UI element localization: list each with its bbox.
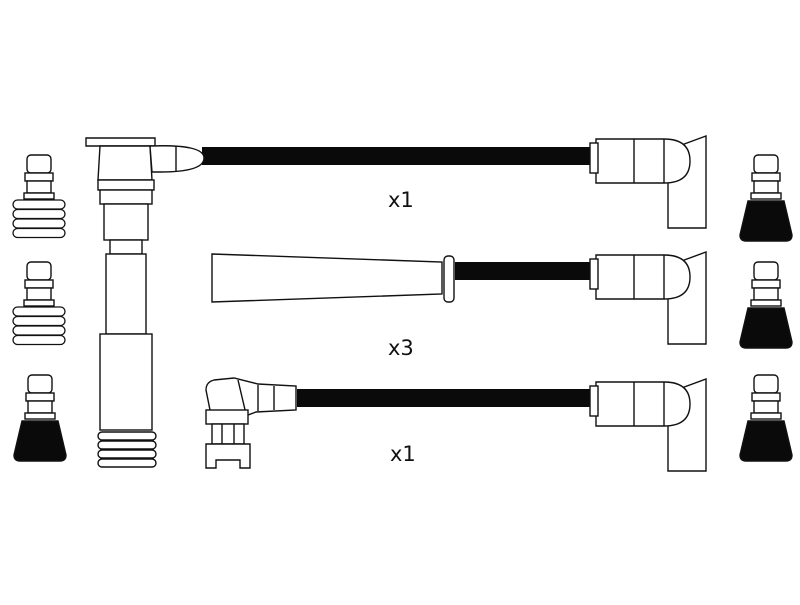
straight-tapered-boot	[211, 253, 455, 303]
insert-sleeve-left-3	[13, 374, 67, 462]
quantity-label-cable-2: x3	[388, 336, 414, 360]
insert-sleeve-right-2	[739, 261, 793, 349]
cable-lead-3	[297, 389, 593, 407]
quantity-label-cable-3: x1	[390, 442, 416, 466]
quantity-label-cable-1: x1	[388, 188, 414, 212]
insert-sleeve-left-1	[12, 154, 66, 239]
insert-sleeve-left-2	[12, 261, 66, 346]
spark-plug-boot-3	[589, 377, 707, 472]
coil-tower-boot	[85, 137, 205, 468]
right-angle-clip-boot	[205, 377, 297, 469]
insert-sleeve-right-3	[739, 374, 793, 462]
cable-lead-2	[455, 262, 593, 280]
spark-plug-boot-1	[589, 134, 707, 229]
spark-plug-boot-2	[589, 250, 707, 345]
insert-sleeve-right-1	[739, 154, 793, 242]
cable-lead-1	[202, 147, 593, 165]
